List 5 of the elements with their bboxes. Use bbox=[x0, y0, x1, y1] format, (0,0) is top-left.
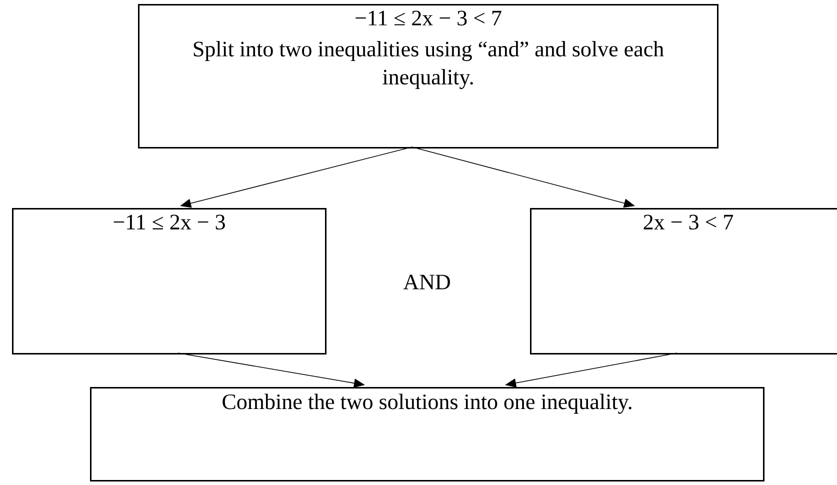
process-box: Combine the two solutions into one inequality. bbox=[90, 387, 764, 482]
process-box: 2x − 3 < 7 bbox=[530, 208, 837, 354]
process-box: −11 ≤ 2x − 3 < 7 Split into two inequalities using “and” and solve each inequality. bbox=[138, 4, 718, 148]
connector-word: AND bbox=[403, 274, 450, 290]
process-box: −11 ≤ 2x − 3 bbox=[12, 208, 326, 354]
